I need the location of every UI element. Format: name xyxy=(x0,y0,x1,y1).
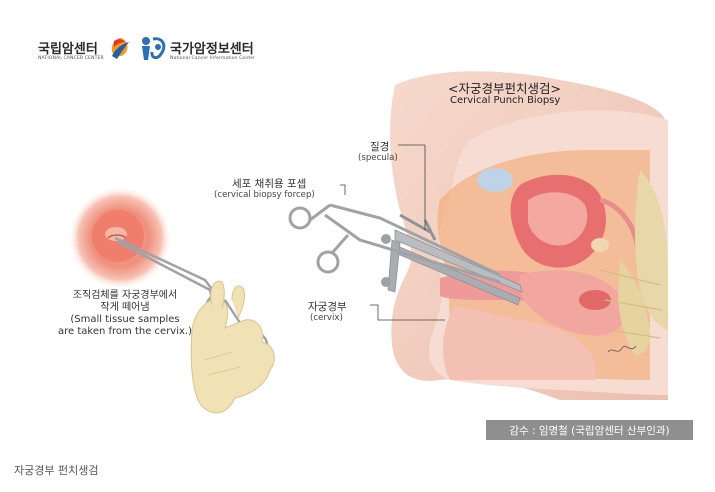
ncc-logo-icon xyxy=(111,38,129,59)
cic-logo-subtext: National Cancer Information Center xyxy=(170,56,256,61)
description-line-4: are taken from the cervix.) xyxy=(58,326,192,337)
ncc-logo-text: 국립암센터 xyxy=(38,42,98,57)
label-specula: 질경 xyxy=(370,141,390,153)
description-line-3: (Small tissue samples xyxy=(70,314,180,325)
image-caption: 자궁경부 펀치생검 xyxy=(14,464,99,477)
credit-badge: 감수 : 임명철 (국립암센터 산부인과) xyxy=(486,420,693,440)
cic-logo-text: 국가암정보센터 xyxy=(170,42,254,57)
description-line-1: 조직검체를 자궁경부에서 xyxy=(72,290,178,301)
label-forcep: 세포 채취용 포셉 xyxy=(232,178,307,190)
ncc-logo-subtext: NATIONAL CANCER CENTER xyxy=(38,56,104,61)
diagram-title-english: Cervical Punch Biopsy xyxy=(450,95,561,106)
label-cervix-english: (cervix) xyxy=(310,313,343,323)
label-cervix: 자궁경부 xyxy=(308,301,347,313)
label-specula-english: (specula) xyxy=(358,153,398,163)
procedure-description: 조직검체를 자궁경부에서 작게 떼어냄 (Small tissue sample… xyxy=(40,290,210,338)
label-forcep-english: (cervical biopsy forcep) xyxy=(214,190,315,200)
cic-logo-icon xyxy=(142,37,166,60)
diagram-title: <자궁경부펀치생검> xyxy=(448,81,561,96)
description-line-2: 작게 떼어냄 xyxy=(100,302,150,313)
